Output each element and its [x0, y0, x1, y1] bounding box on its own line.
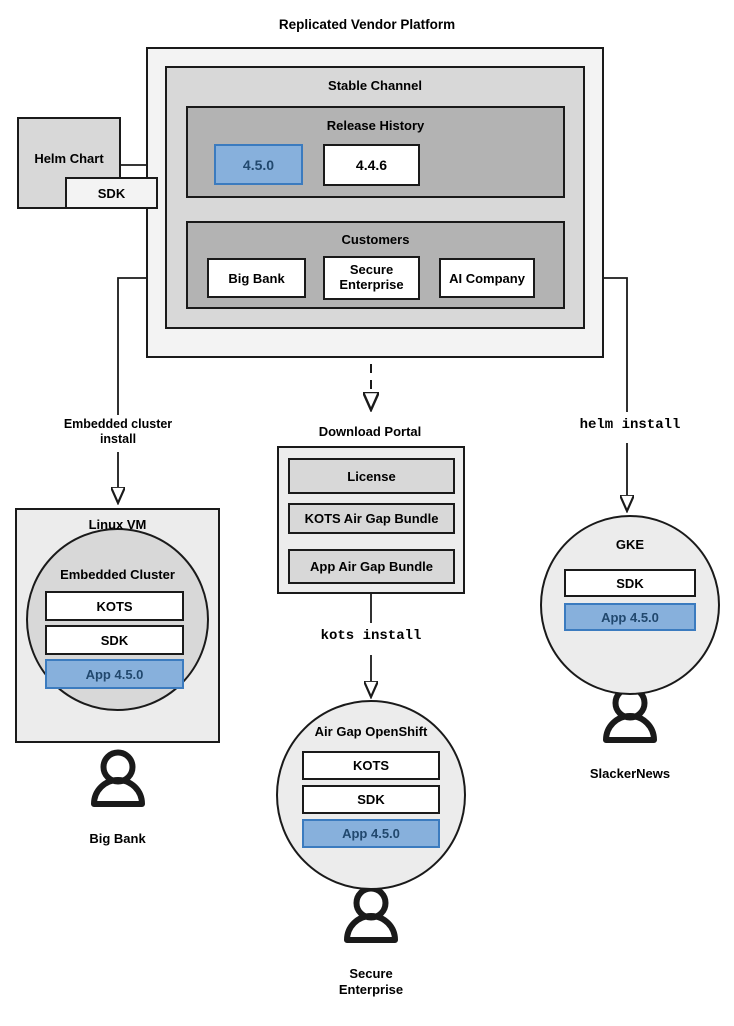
customer-chip-secure-enterprise[interactable]: Secure Enterprise [323, 256, 420, 300]
diagram-title: Replicated Vendor Platform [278, 17, 456, 32]
customer-chip-ai-company[interactable]: AI Company [439, 258, 535, 298]
air-gap-component-kots[interactable]: KOTS [302, 751, 440, 780]
air-gap-component-sdk[interactable]: SDK [302, 785, 440, 814]
release-history-title: Release History [326, 118, 425, 133]
user-icon-big-bank [91, 749, 145, 807]
release-chip-4-5-0[interactable]: 4.5.0 [214, 144, 303, 185]
user-label-slackernews: SlackerNews [589, 766, 671, 781]
air-gap-openshift-title: Air Gap OpenShift [314, 724, 428, 739]
linux-vm-title: Linux VM [88, 517, 147, 532]
user-label-big-bank: Big Bank [89, 831, 146, 846]
user-label-secure-enterprise: Secure Enterprise [338, 966, 404, 998]
stable-channel-title: Stable Channel [328, 78, 422, 93]
gke-component-sdk[interactable]: SDK [564, 569, 696, 597]
air-gap-component-app[interactable]: App 4.5.0 [302, 819, 440, 848]
linux-vm-component-app[interactable]: App 4.5.0 [45, 659, 184, 689]
download-portal-title: Download Portal [318, 424, 422, 439]
linux-vm-component-sdk[interactable]: SDK [45, 625, 184, 655]
customer-chip-big-bank[interactable]: Big Bank [207, 258, 306, 298]
download-portal-artifact-app-air-gap-bundle[interactable]: App Air Gap Bundle [288, 549, 455, 584]
download-portal-artifact-kots-air-gap-bundle[interactable]: KOTS Air Gap Bundle [288, 503, 455, 534]
download-portal-artifact-license[interactable]: License [288, 458, 455, 494]
gke-title: GKE [615, 537, 645, 552]
edge-label-helm-install: helm install [579, 417, 681, 433]
user-icon-slackernews [603, 685, 657, 743]
linux-vm-component-kots[interactable]: KOTS [45, 591, 184, 621]
embedded-cluster-title: Embedded Cluster [60, 567, 175, 582]
customers-title: Customers [341, 232, 410, 247]
release-chip-4-4-6[interactable]: 4.4.6 [323, 144, 420, 186]
user-icon-secure-enterprise [344, 885, 398, 943]
helm-chart-sdk-box[interactable]: SDK [65, 177, 158, 209]
edge-label-kots-install: kots install [320, 628, 422, 644]
edge-label-embedded-cluster-install: Embedded cluster install [63, 417, 173, 446]
gke-component-app[interactable]: App 4.5.0 [564, 603, 696, 631]
